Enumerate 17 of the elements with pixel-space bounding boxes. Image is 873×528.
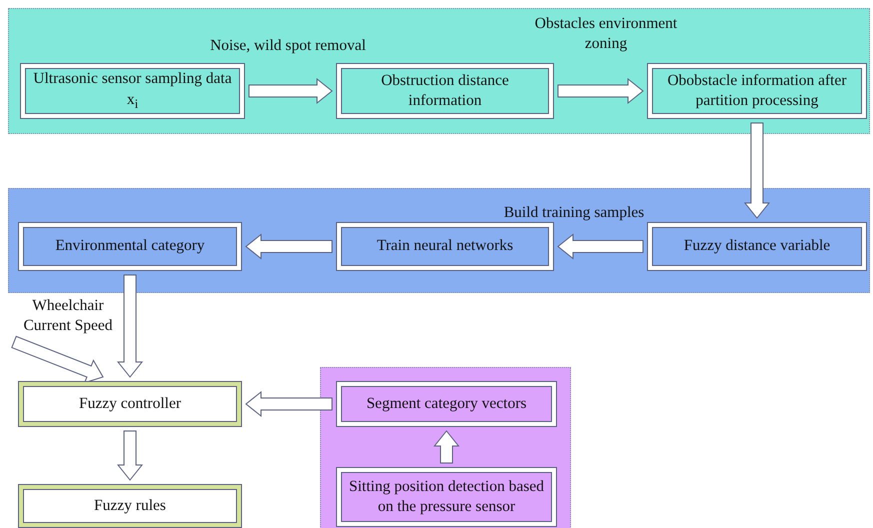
block-arrow xyxy=(433,430,460,464)
block-arrow xyxy=(744,122,770,219)
block-arrow xyxy=(557,233,644,260)
block-arrow xyxy=(116,430,144,481)
edge-label: Obstacles environment zoning xyxy=(534,14,678,54)
edge-label: Wheelchair Current Speed xyxy=(22,296,114,336)
edge-label: Noise, wild spot removal xyxy=(209,36,367,56)
edge-label: Build training samples xyxy=(502,203,646,223)
group-band xyxy=(8,188,870,293)
block-arrow xyxy=(11,336,104,384)
block-arrow xyxy=(245,233,332,260)
group-band xyxy=(8,8,870,134)
group-band xyxy=(320,367,571,528)
block-arrow xyxy=(116,274,144,378)
block-arrow xyxy=(558,78,644,104)
block-arrow xyxy=(248,78,333,104)
block-arrow xyxy=(245,390,332,418)
